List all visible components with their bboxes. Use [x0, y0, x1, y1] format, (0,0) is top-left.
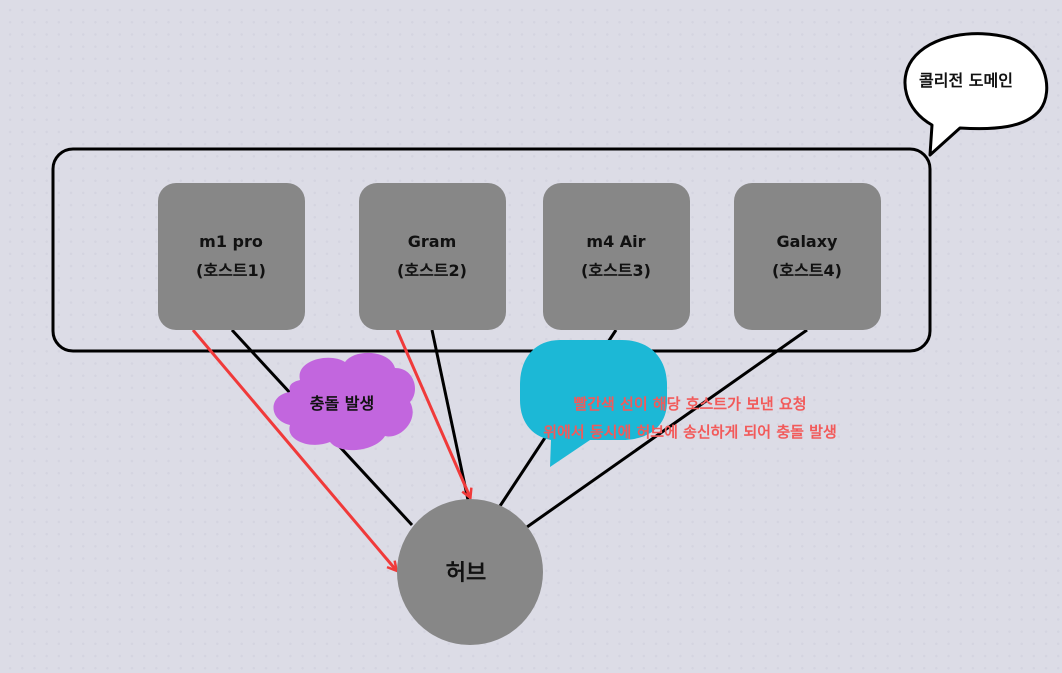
host-name: Gram [408, 232, 457, 251]
collision-cloud-label: 충돌 발생 [310, 394, 374, 413]
host-2: Gram (호스트2) [359, 183, 506, 330]
domain-speech-bubble [903, 32, 1049, 157]
collision-cloud: 충돌 발생 [273, 352, 415, 451]
domain-label: 콜리전 도메인 [919, 71, 1013, 90]
line-host4-hub [526, 328, 808, 529]
annotation-speech-bubble [520, 340, 667, 467]
host-sub: (호스트3) [581, 261, 651, 280]
line-host2-hub [430, 329, 470, 501]
host-1: m1 pro (호스트1) [158, 183, 305, 330]
request-arrow-host1 [191, 329, 396, 570]
annotation-line-2: 위에서 동시에 허브에 송신하게 되어 충돌 발생 [543, 423, 837, 441]
host-sub: (호스트4) [772, 261, 842, 280]
request-arrow-host2 [395, 329, 470, 497]
host-name: Galaxy [777, 232, 839, 251]
host-name: m4 Air [586, 232, 645, 251]
host-3: m4 Air (호스트3) [543, 183, 690, 330]
hub-label: 허브 [446, 561, 486, 586]
host-name: m1 pro [199, 232, 263, 251]
hub: 허브 [397, 499, 543, 645]
collision-domain-box [51, 147, 932, 353]
annotation-line-1: 빨간색 선이 해당 호스트가 보낸 요청 [573, 395, 806, 413]
request-arrows [191, 329, 470, 570]
host-sub: (호스트1) [196, 261, 266, 280]
host-sub: (호스트2) [397, 261, 467, 280]
host-4: Galaxy (호스트4) [734, 183, 881, 330]
